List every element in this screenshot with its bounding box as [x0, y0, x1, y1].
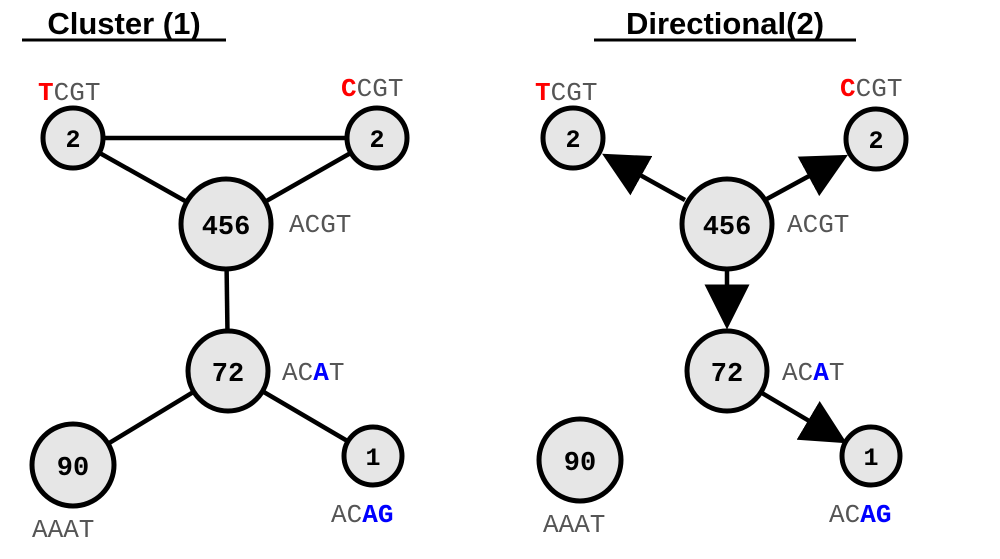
directional-panel: Directional(2) 2 2 456 72 90 1: [535, 6, 909, 540]
cluster-panel: Cluster (1) 2 2 456 72 90: [22, 6, 410, 545]
seq-label-acat: ACAT: [282, 358, 344, 388]
seq-label-acgt: ACGT: [787, 210, 849, 240]
seq-prefix: AC: [331, 500, 362, 530]
cluster-title: Cluster (1): [47, 6, 200, 41]
seq-suffix: T: [829, 358, 845, 388]
seq-rest: CGT: [551, 78, 598, 108]
node-count: 1: [365, 444, 380, 473]
seq-prefix: AC: [282, 358, 313, 388]
seq-highlight: AG: [860, 500, 891, 530]
node-count: 90: [57, 454, 89, 484]
node-acat: 72: [185, 328, 271, 414]
node-tcgt: 2: [40, 105, 106, 171]
seq-highlight: AG: [362, 500, 393, 530]
node-count: 1: [863, 444, 878, 473]
seq-label-ccgt: CCGT: [840, 74, 902, 104]
seq-rest: CGT: [54, 78, 101, 108]
seq-label-acat: ACAT: [782, 358, 844, 388]
directional-title: Directional(2): [626, 6, 824, 41]
seq-highlight: C: [341, 74, 357, 104]
node-count: 2: [369, 126, 384, 155]
seq-highlight: A: [313, 358, 329, 388]
node-acag: 1: [341, 424, 405, 488]
node-ccgt: 2: [344, 105, 410, 171]
arrow-acat-to-acag: [760, 391, 847, 444]
seq-label-acag: ACAG: [331, 500, 393, 530]
node-acgt: 456: [178, 176, 274, 272]
node-count: 2: [65, 126, 80, 155]
seq-suffix: T: [329, 358, 345, 388]
node-aaat: 90: [536, 416, 624, 504]
seq-rest: CGT: [357, 74, 404, 104]
node-count: 72: [711, 360, 743, 390]
node-count: 456: [202, 213, 251, 243]
node-count: 2: [868, 127, 883, 156]
node-count: 2: [565, 126, 580, 155]
node-count: 90: [564, 449, 596, 479]
seq-prefix: AC: [782, 358, 813, 388]
seq-highlight: C: [840, 74, 856, 104]
seq-highlight: T: [38, 78, 54, 108]
seq-highlight: T: [535, 78, 551, 108]
node-aaat: 90: [29, 421, 117, 509]
seq-label-acgt: ACGT: [289, 210, 351, 240]
node-count: 72: [212, 360, 244, 390]
node-acgt: 456: [679, 176, 775, 272]
node-ccgt: 2: [843, 106, 909, 172]
node-acat: 72: [684, 328, 770, 414]
seq-rest: CGT: [856, 74, 903, 104]
seq-highlight: A: [813, 358, 829, 388]
seq-label-tcgt: TCGT: [535, 78, 597, 108]
node-count: 456: [703, 213, 752, 243]
seq-prefix: AC: [829, 500, 860, 530]
seq-label-tcgt: TCGT: [38, 78, 100, 108]
node-tcgt: 2: [540, 105, 606, 171]
arrow-acgt-to-ccgt: [763, 154, 848, 202]
seq-label-aaat: AAAT: [543, 510, 605, 540]
arrow-acgt-to-tcgt: [602, 153, 687, 202]
seq-label-acag: ACAG: [829, 500, 891, 530]
seq-label-ccgt: CCGT: [341, 74, 403, 104]
node-acag: 1: [839, 424, 903, 488]
seq-label-aaat: AAAT: [32, 515, 94, 545]
